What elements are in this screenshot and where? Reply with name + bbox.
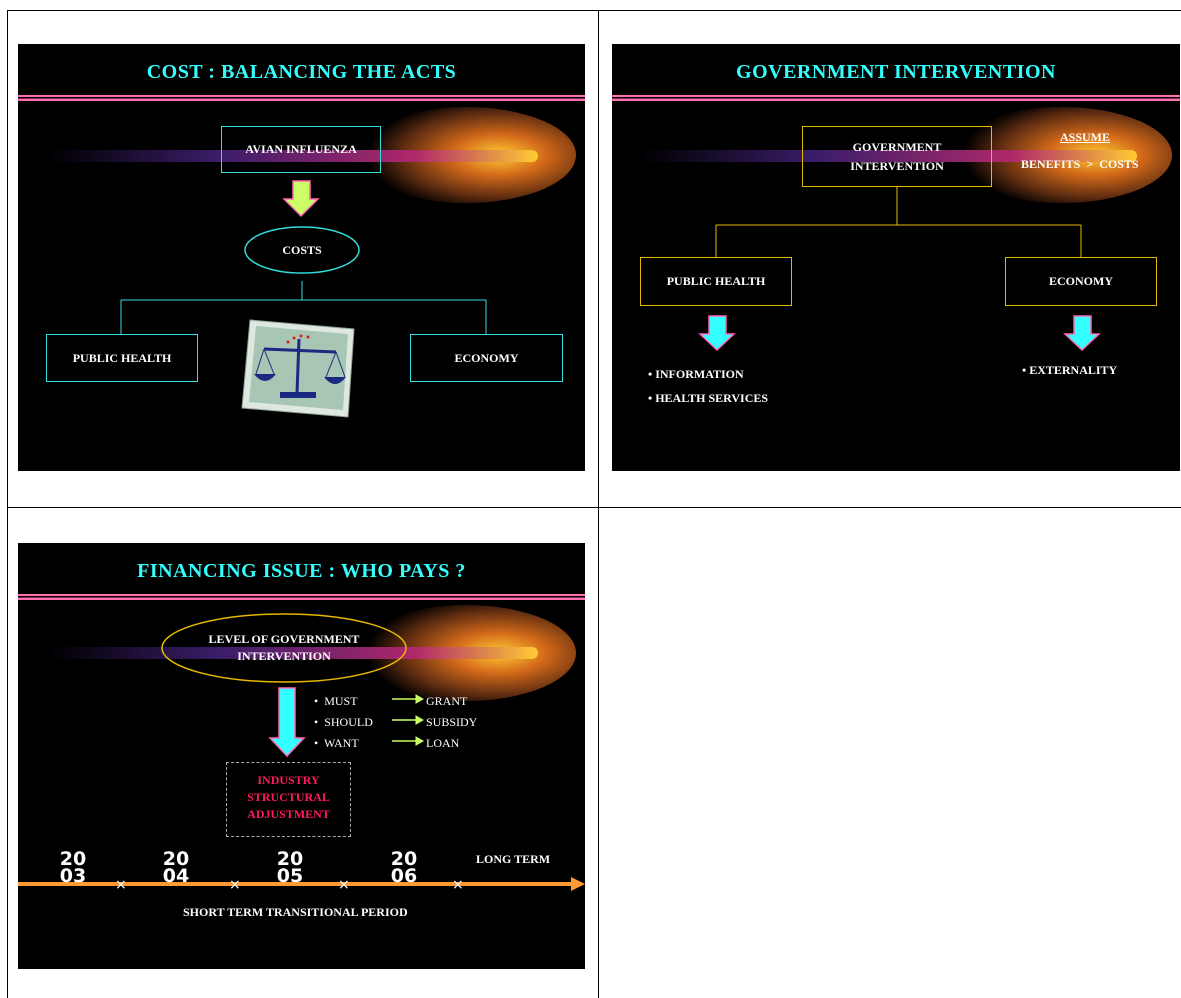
industry-line: STRUCTURAL [247,790,330,804]
industry-line: ADJUSTMENT [247,807,330,821]
slide-financing-issue: FINANCING ISSUE : WHO PAYS ? LEVEL OF GO… [18,543,585,969]
row-must: • MUST [314,694,358,708]
row-arrows [392,694,425,746]
slide-cost-balancing: COST : BALANCING THE ACTS AVIAN INFLUENZ… [18,44,585,471]
long-term-label: LONG TERM [476,852,551,866]
list-item: EXTERNALITY [1022,358,1117,382]
timeline-marker: × [452,877,464,893]
grid-row [7,507,1181,508]
row-should: • SHOULD [314,715,373,729]
public-health-box: PUBLIC HEALTH [640,257,792,306]
list-item: INFORMATION [648,362,768,386]
list-item: HEALTH SERVICES [648,386,768,410]
economy-box: ECONOMY [410,334,563,382]
timeline-marker: × [229,877,241,893]
level-ellipse [161,613,407,683]
slide-gov-graphics [642,107,1172,352]
industry-line: INDUSTRY [257,773,320,787]
costs-ellipse [244,226,360,274]
year-top: 20 [162,848,190,870]
down-arrow-left-icon [698,315,736,352]
down-arrow-icon [268,687,306,758]
left-bullet-list: INFORMATION HEALTH SERVICES [648,362,768,410]
row-left-label: WANT [323,736,359,750]
year-top: 20 [59,848,87,870]
scales-icon [241,319,355,418]
year-top: 20 [276,848,304,870]
economy-box: ECONOMY [1005,257,1157,306]
row-right-label: SUBSIDY [426,715,478,729]
row-left-label: SHOULD [324,715,373,729]
glow-beam [48,647,538,659]
row-right-label: GRANT [426,694,468,708]
slide-fin-graphics [18,605,585,891]
timeline-marker: × [338,877,350,893]
benefits-costs: BENEFITS > COSTS [1021,157,1139,172]
year-bottom: 05 [276,865,304,887]
gt-sign: > [1086,157,1094,171]
slide-title: COST : BALANCING THE ACTS [146,61,457,83]
row-right-label: LOAN [426,736,460,750]
title-rule [18,594,585,600]
grid-top [7,10,1181,11]
level-line1: LEVEL OF GOVERNMENT [208,632,360,646]
benefits-label: BENEFITS [1021,157,1081,171]
slide-title: FINANCING ISSUE : WHO PAYS ? [137,560,466,582]
avian-influenza-box: AVIAN INFLUENZA [221,126,381,173]
assume-label: ASSUME [1060,130,1111,144]
grid-middle [598,10,599,998]
row-left-list: • MUST • SHOULD • WANT [314,691,373,754]
down-arrow-icon [282,180,320,218]
level-of-intervention: LEVEL OF GOVERNMENT INTERVENTION [168,629,400,667]
slide-title: GOVERNMENT INTERVENTION [736,61,1056,83]
timeline-marker: × [115,877,127,893]
year-top: 20 [390,848,418,870]
short-term-label: SHORT TERM TRANSITIONAL PERIOD [183,905,408,919]
row-right-list: GRANT SUBSIDY LOAN [426,691,477,754]
government-intervention-box: GOVERNMENT INTERVENTION [802,126,992,187]
costs-label: COSTS [1099,157,1139,171]
industry-adjustment-box: INDUSTRY STRUCTURAL ADJUSTMENT [226,762,351,837]
year-bottom: 03 [59,865,87,887]
title-rule [612,95,1180,101]
center-line1: GOVERNMENT [852,139,942,154]
row-want: • WANT [314,736,359,750]
costs-label: COSTS [282,242,322,257]
public-health-box: PUBLIC HEALTH [46,334,198,382]
year-bottom: 04 [162,865,190,887]
grid-left [7,10,8,998]
year-bottom: 06 [390,865,418,887]
right-bullet-list: EXTERNALITY [1022,358,1117,382]
down-arrow-right-icon [1063,315,1101,352]
title-rule [18,95,585,101]
glow-beam [48,150,538,162]
center-line2: INTERVENTION [850,158,944,173]
slide-cost-graphics [48,107,576,418]
level-line2: INTERVENTION [237,649,331,663]
slide-government-intervention: GOVERNMENT INTERVENTION GOVERNMENT INTER… [612,44,1180,471]
glow-beam [642,150,1137,162]
timeline-arrowhead [571,877,585,891]
row-left-label: MUST [324,694,358,708]
